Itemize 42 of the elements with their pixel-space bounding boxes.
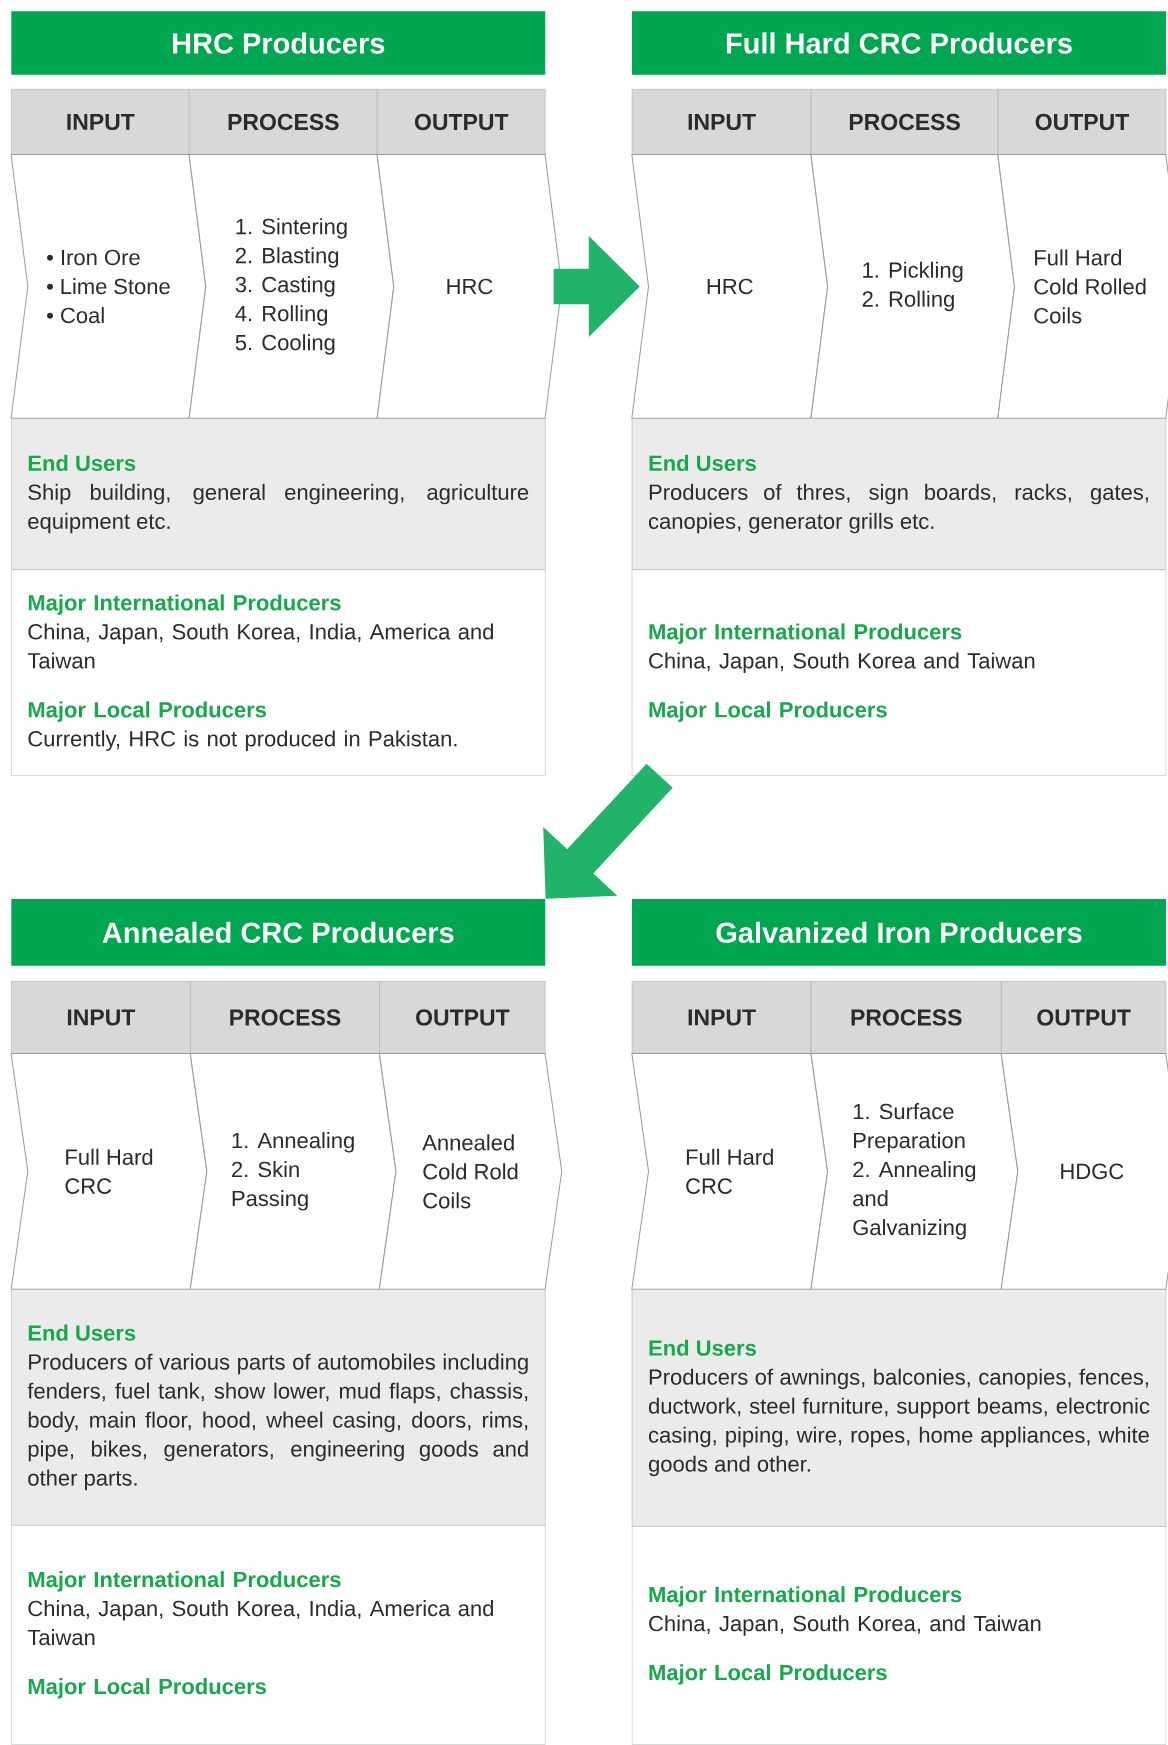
node-label: China, Japan, South Korea, India, America and Taiwan: [27, 1600, 493, 1646]
end-users-box: End Users Producers of thres, sign boards, racks, gates, canopies, generator grills etc.: [631, 418, 1167, 570]
column-header: OUTPUT: [1001, 981, 1167, 1054]
title-band: Galvanized Iron Producers: [632, 899, 1166, 966]
producers-box: Major International Producers China, Japan, South Korea, India, America and Taiwan Major Local Producers: [11, 1525, 546, 1745]
title-band: HRC Producers: [11, 11, 546, 75]
chevron-cell: HRC: [376, 154, 563, 419]
chevron-cell: 1. Annealing 2. Skin Passing: [189, 1052, 397, 1290]
title-band: Full Hard CRC Producers: [632, 11, 1166, 75]
column-header: PROCESS: [810, 89, 999, 155]
column-header: PROCESS: [810, 981, 1002, 1054]
chevron-cell: Full Hard CRC: [631, 1052, 829, 1290]
node-label: Full Hard Cold Rolled Coils: [1034, 249, 1146, 324]
node-label: Major Local Producers: [28, 1678, 267, 1699]
chevron-cell: • Iron Ore • Lime Stone • Coal: [10, 154, 207, 419]
chevron-cell: 1. Surface Preparation 2. Annealing and Galvanizing: [810, 1052, 1019, 1290]
column-header: INPUT: [11, 89, 190, 155]
end-users-box: End Users Producers of awnings, balconies, canopies, fences, ductwork, steel furniture, support beams, electronic casing, piping, wire, ropes, home appliances, white goods and other.: [631, 1289, 1167, 1527]
chevron-cell: Annealed Cold Rold Coils: [378, 1052, 563, 1290]
end-users-box: End Users Producers of various parts of automobiles including fenders, fuel tank, show lower, mud flaps, chassis, body, main floor, hood, wheel casing, doors, rims, pipe, bikes, generators, engineering goods and other parts.: [11, 1289, 546, 1526]
chevron-cell: 1. Pickling 2. Rolling: [810, 154, 1015, 419]
column-header: INPUT: [631, 89, 812, 155]
producers-box: Major International Producers China, Japan, South Korea, and Taiwan Major Local Producers: [631, 1526, 1167, 1745]
chevron-cell: 1. Sintering 2. Blasting 3. Casting 4. Rolling 5. Cooling: [188, 154, 395, 419]
chevron-cell: Full Hard CRC: [10, 1052, 208, 1290]
column-header: OUTPUT: [377, 89, 546, 155]
chevron-cell: HDGC: [1000, 1052, 1168, 1290]
node-label: HDGC: [1061, 1163, 1124, 1180]
end-users-box: End Users Ship building, general engineering, agriculture equipment etc.: [11, 418, 546, 570]
node-label: Major International Producers: [28, 1571, 341, 1592]
column-header: PROCESS: [190, 981, 380, 1054]
chevron-cell: Full Hard Cold Rolled Coils: [997, 154, 1168, 419]
producers-box: Major International Producers China, Japan, South Korea, India, America and Taiwan Major Local Producers Currently, HRC is not produced in Pakistan.: [11, 569, 546, 776]
column-header: OUTPUT: [997, 89, 1167, 155]
column-header: INPUT: [11, 981, 191, 1054]
producers-box: Major International Producers China, Japan, South Korea and Taiwan Major Local Producers: [631, 569, 1167, 776]
chevron-cell: HRC: [631, 154, 829, 419]
arrow: [543, 763, 673, 899]
column-header: PROCESS: [189, 89, 378, 155]
title-band: Annealed CRC Producers: [11, 899, 546, 966]
column-header: INPUT: [631, 981, 812, 1054]
column-header: OUTPUT: [379, 981, 546, 1054]
